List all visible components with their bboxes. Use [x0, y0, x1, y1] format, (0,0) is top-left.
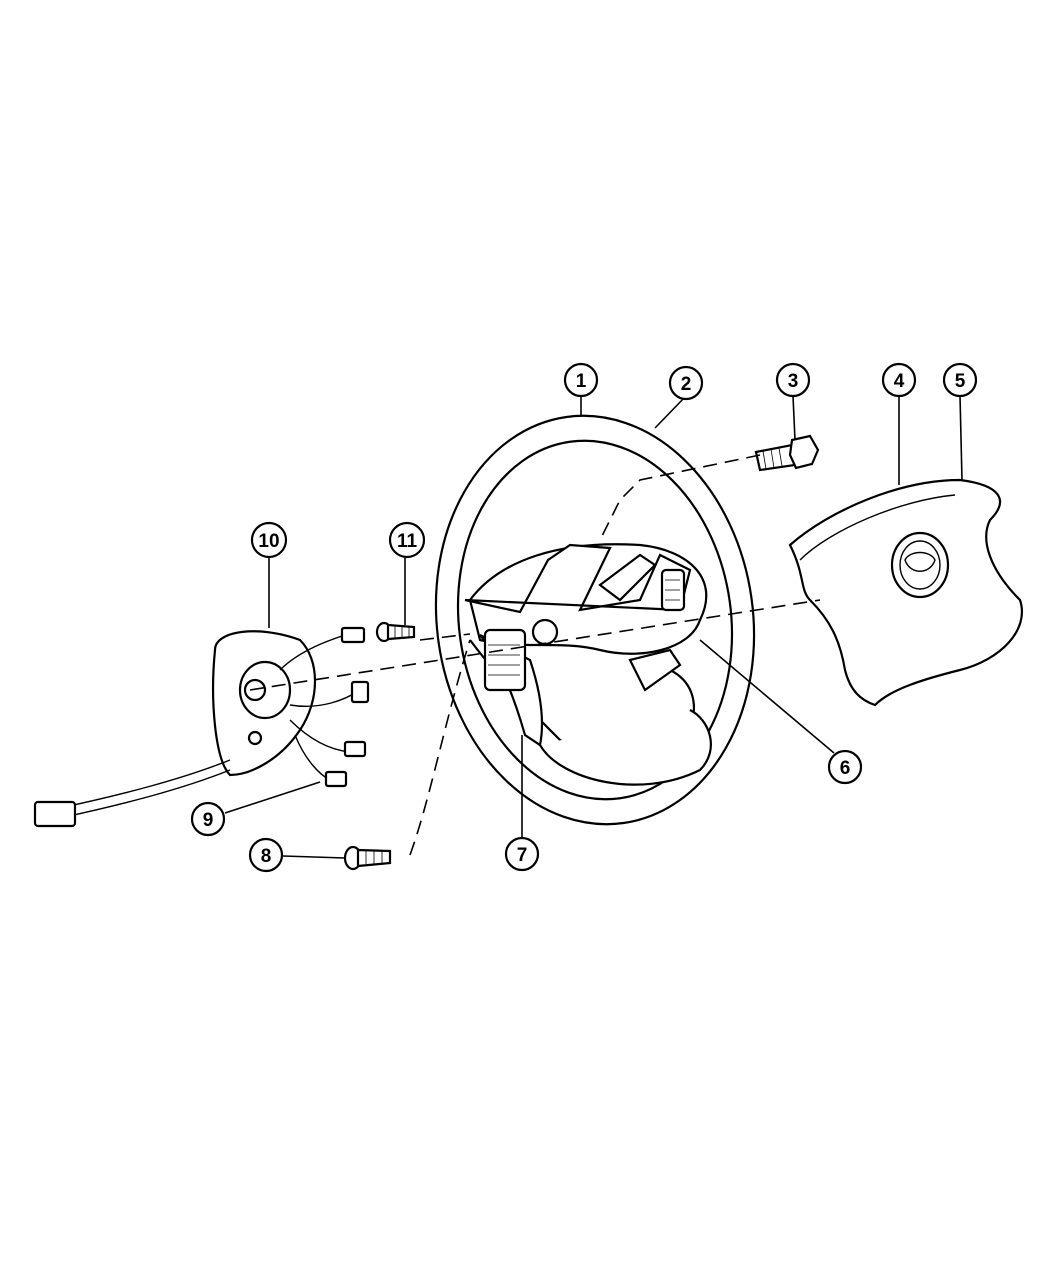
svg-text:10: 10: [258, 531, 279, 552]
svg-text:4: 4: [894, 371, 905, 392]
callout-4: 4: [881, 362, 917, 398]
svg-text:3: 3: [788, 371, 799, 392]
svg-text:5: 5: [955, 371, 966, 392]
callout-11: 11: [388, 521, 426, 559]
callout-7: 7: [504, 836, 540, 872]
svg-text:6: 6: [840, 758, 851, 779]
svg-text:7: 7: [517, 845, 528, 866]
svg-text:1: 1: [576, 371, 587, 392]
clockspring: [33, 626, 370, 828]
steering-wheel: [434, 414, 756, 826]
callout-8: 8: [248, 837, 284, 873]
svg-text:11: 11: [397, 531, 418, 552]
svg-text:2: 2: [681, 374, 692, 395]
airbag-module: [788, 478, 1023, 707]
svg-text:9: 9: [203, 810, 214, 831]
screw-8: [343, 845, 392, 871]
callout-10: 10: [250, 521, 288, 559]
svg-text:8: 8: [261, 846, 272, 867]
callout-1: 1: [563, 362, 599, 398]
bolt: [754, 434, 820, 472]
assembly-lines: [249, 454, 821, 856]
leader-lines: [224, 395, 963, 859]
callout-6: 6: [827, 749, 863, 785]
callout-9: 9: [190, 801, 226, 837]
callout-2: 2: [668, 365, 704, 401]
screw-11: [375, 621, 416, 643]
callout-3: 3: [775, 362, 811, 398]
callout-5: 5: [942, 362, 978, 398]
